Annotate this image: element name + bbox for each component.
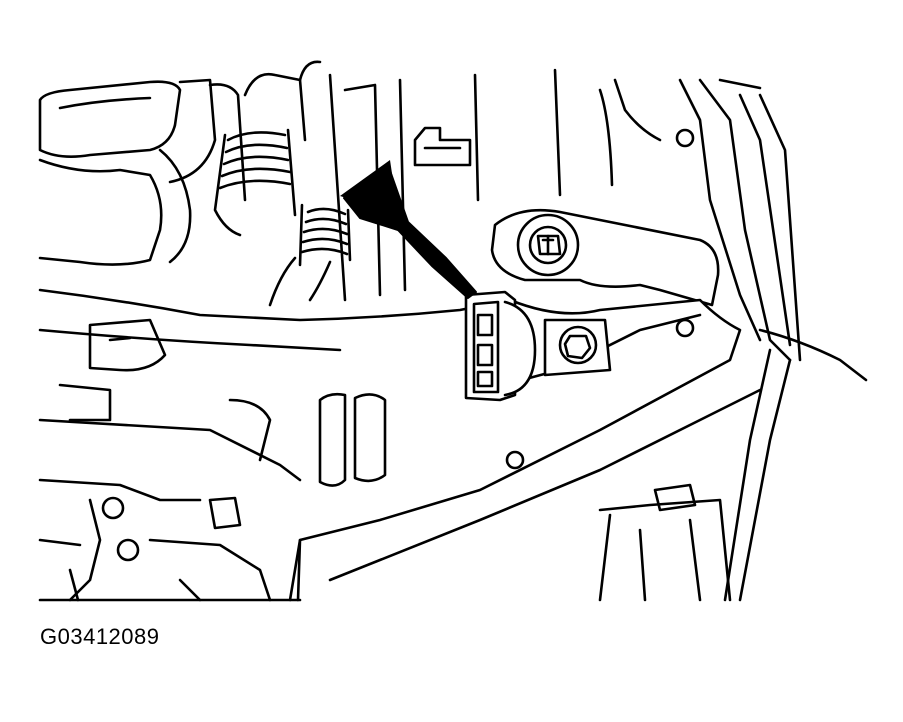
engine-components-upper-left [38,60,322,266]
mounting-bolt [543,318,612,377]
electrical-connector-icon [464,290,537,402]
arrow-pointer-icon [340,160,477,299]
bracket-top-center [413,126,472,167]
spring-component [268,203,352,307]
body-panel-right [675,78,802,362]
figure-code: G03412089 [40,624,160,649]
firewall-panel [328,68,662,302]
control-arm [490,208,720,307]
corrugated-hose [213,128,297,237]
engine-components-lower-left [38,318,387,602]
engine-components-lower-right [598,328,868,602]
subframe-rail [38,288,762,602]
